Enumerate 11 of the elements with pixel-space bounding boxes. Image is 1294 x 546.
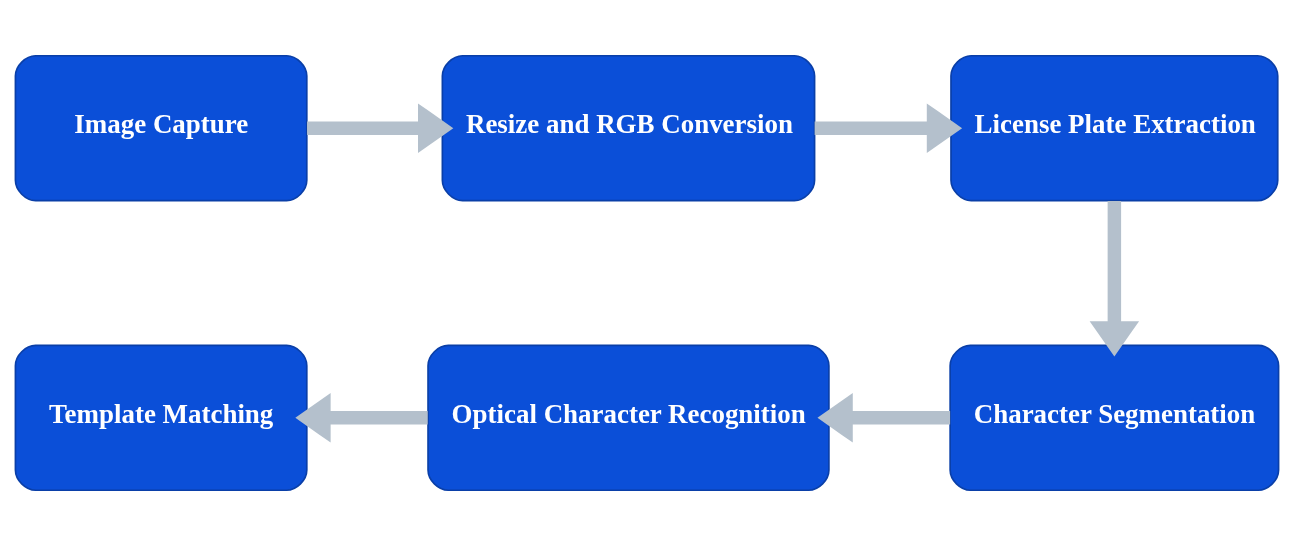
node-box: License Plate Extraction: [950, 54, 1279, 202]
arrow: [307, 103, 454, 153]
node-box: Template Matching: [14, 344, 308, 492]
arrow: [814, 103, 963, 153]
node-box: Optical Character Recognition: [427, 344, 830, 492]
node-box: Resize and RGB Conversion: [441, 54, 816, 202]
arrow: [295, 393, 428, 443]
arrow: [817, 393, 951, 443]
node-box: Image Capture: [14, 54, 308, 202]
node-box: Character Segmentation: [949, 344, 1280, 492]
arrow: [1089, 200, 1140, 357]
